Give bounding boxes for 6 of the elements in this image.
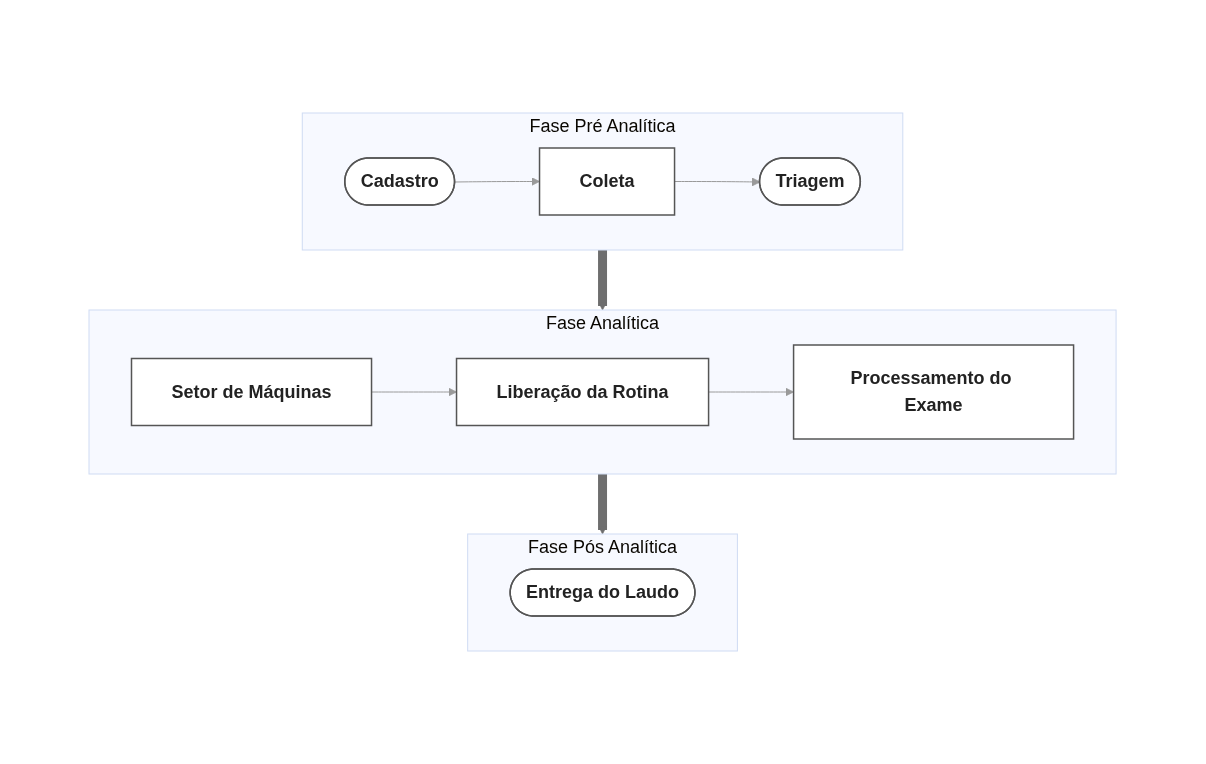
node-box: Setor de Máquinas xyxy=(131,357,373,427)
node-box: Coleta xyxy=(539,147,676,216)
arrow xyxy=(598,250,608,311)
node-box: Liberação da Rotina xyxy=(456,357,710,427)
node-box: Processamento do Exame xyxy=(793,344,1075,440)
arrow xyxy=(598,474,608,535)
